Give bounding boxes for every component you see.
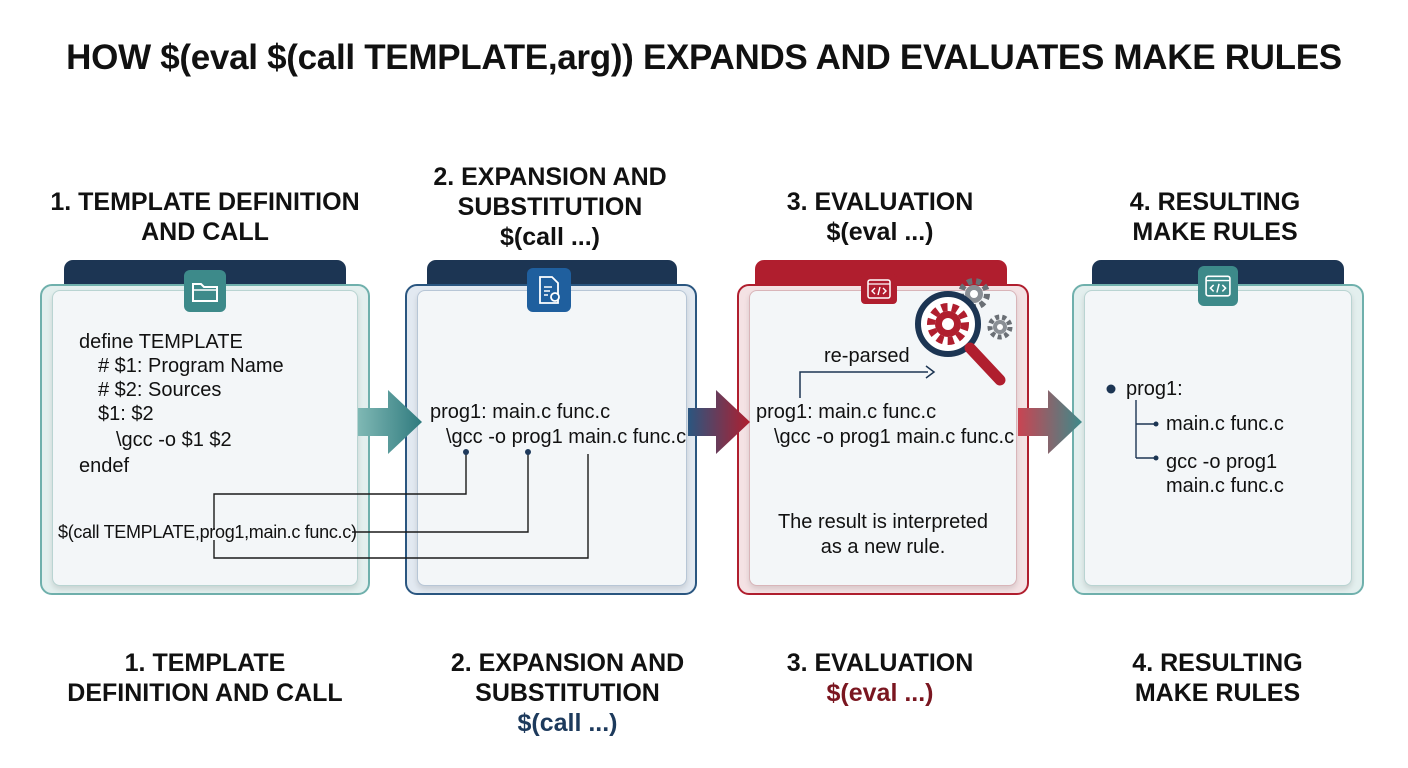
wire-sources-b bbox=[213, 454, 589, 559]
expanded-recipe-line: \gcc -o prog1 main.c func.c bbox=[446, 426, 687, 448]
arrow-stage1-to-2 bbox=[358, 390, 422, 454]
stage4-footer: 4. RESULTING MAKE RULES bbox=[1065, 648, 1370, 708]
stage2-heading-line2: SUBSTITUTION bbox=[457, 193, 643, 221]
stage3-footer-accent: $(eval ...) bbox=[826, 679, 934, 707]
red-gear bbox=[927, 303, 969, 345]
tree-dot-recipe bbox=[1153, 455, 1159, 461]
evaluated-recipe-line: \gcc -o prog1 main.c func.c bbox=[774, 426, 1015, 448]
evaluation-note-line1: The result is interpreted bbox=[777, 511, 989, 533]
stage2-footer-line2: SUBSTITUTION bbox=[475, 679, 660, 707]
stage2-footer-accent: $(call ...) bbox=[517, 709, 618, 737]
result-target: prog1: bbox=[1126, 378, 1183, 400]
magnifier-gears-icon bbox=[915, 278, 1013, 386]
stage3-footer: 3. EVALUATION $(eval ...) bbox=[730, 648, 1030, 708]
document-gear-icon bbox=[527, 268, 571, 312]
stage1-footer-line2: DEFINITION AND CALL bbox=[67, 679, 343, 707]
panel4-card bbox=[1084, 290, 1352, 586]
wire-sources-a bbox=[352, 454, 529, 533]
stage1-footer-line1: 1. TEMPLATE bbox=[124, 649, 286, 677]
evaluation-note-line2: as a new rule. bbox=[820, 536, 946, 558]
stage2-footer-line1: 2. EXPANSION AND bbox=[450, 649, 685, 677]
folder-icon bbox=[184, 270, 226, 312]
stage2-heading-line1: 2. EXPANSION AND bbox=[433, 163, 667, 191]
stage4-heading: 4. RESULTING MAKE RULES bbox=[1065, 187, 1365, 247]
stage4-footer-line1: 4. RESULTING bbox=[1132, 649, 1303, 677]
stage3-heading: 3. EVALUATION $(eval ...) bbox=[730, 187, 1030, 247]
template-define-line: define TEMPLATE bbox=[79, 331, 243, 353]
tree-branch-lines bbox=[1135, 400, 1156, 459]
stage4-heading-line2: MAKE RULES bbox=[1132, 218, 1298, 246]
result-prerequisites: main.c func.c bbox=[1166, 413, 1284, 435]
expanded-rule-line: prog1: main.c func.c bbox=[430, 401, 611, 423]
stage3-footer-line1: 3. EVALUATION bbox=[786, 649, 974, 677]
template-comment-program: # $1: Program Name bbox=[98, 355, 284, 377]
stage1-heading-line2: AND CALL bbox=[141, 218, 269, 246]
diagram-title: HOW $(eval $(call TEMPLATE,arg)) EXPANDS… bbox=[66, 38, 1342, 77]
panel1-card bbox=[52, 290, 358, 586]
small-gear-right bbox=[987, 314, 1013, 340]
stage1-heading-line1: 1. TEMPLATE DEFINITION bbox=[50, 188, 360, 216]
template-recipe-line: \gcc -o $1 $2 bbox=[116, 429, 232, 451]
template-rule-line: $1: $2 bbox=[98, 403, 154, 425]
stage4-heading-line1: 4. RESULTING bbox=[1129, 188, 1301, 216]
reparsed-label: re-parsed bbox=[824, 345, 910, 367]
panel-resulting-rules bbox=[1072, 260, 1364, 595]
tree-bullet-target bbox=[1106, 384, 1116, 394]
arrow-stage3-to-4 bbox=[1018, 390, 1082, 454]
argument-wiring bbox=[213, 454, 589, 559]
stage1-heading: 1. TEMPLATE DEFINITION AND CALL bbox=[40, 187, 370, 247]
template-endef-line: endef bbox=[79, 455, 130, 477]
stage1-footer: 1. TEMPLATE DEFINITION AND CALL bbox=[40, 648, 370, 708]
wire-dot-program bbox=[463, 449, 469, 455]
wire-dot-sources bbox=[525, 449, 531, 455]
code-window-icon bbox=[861, 274, 897, 304]
stage3-heading-accent: $(eval ...) bbox=[826, 218, 934, 246]
arrow-stage2-to-3 bbox=[688, 390, 750, 454]
evaluation-note: The result is interpreted as a new rule. bbox=[745, 510, 1021, 560]
panel-evaluation bbox=[737, 260, 1029, 595]
call-expression: $(call TEMPLATE,prog1,main.c func.c) bbox=[58, 522, 357, 542]
stage2-footer: 2. EXPANSION AND SUBSTITUTION $(call ...… bbox=[400, 648, 735, 738]
panel-template-definition bbox=[40, 260, 370, 595]
result-recipe-line2: main.c func.c bbox=[1166, 475, 1284, 497]
wire-program-name bbox=[213, 454, 467, 530]
stage2-heading: 2. EXPANSION AND SUBSTITUTION $(call ...… bbox=[400, 162, 700, 252]
stage3-heading-line1: 3. EVALUATION bbox=[786, 188, 974, 216]
reparsed-arrowhead bbox=[925, 365, 936, 379]
template-comment-sources: # $2: Sources bbox=[98, 379, 222, 401]
code-window-icon bbox=[1198, 266, 1238, 306]
result-recipe-line1: gcc -o prog1 bbox=[1166, 451, 1278, 473]
evaluated-rule-line: prog1: main.c func.c bbox=[756, 401, 937, 423]
stage4-footer-line2: MAKE RULES bbox=[1134, 679, 1301, 707]
panel2-card bbox=[417, 290, 687, 586]
reparsed-arrow bbox=[799, 371, 928, 398]
tree-dot-prereq bbox=[1153, 421, 1159, 427]
panel-expansion bbox=[405, 260, 697, 595]
stage2-heading-accent: $(call ...) bbox=[499, 223, 601, 251]
magnifier-handle bbox=[964, 342, 1006, 386]
